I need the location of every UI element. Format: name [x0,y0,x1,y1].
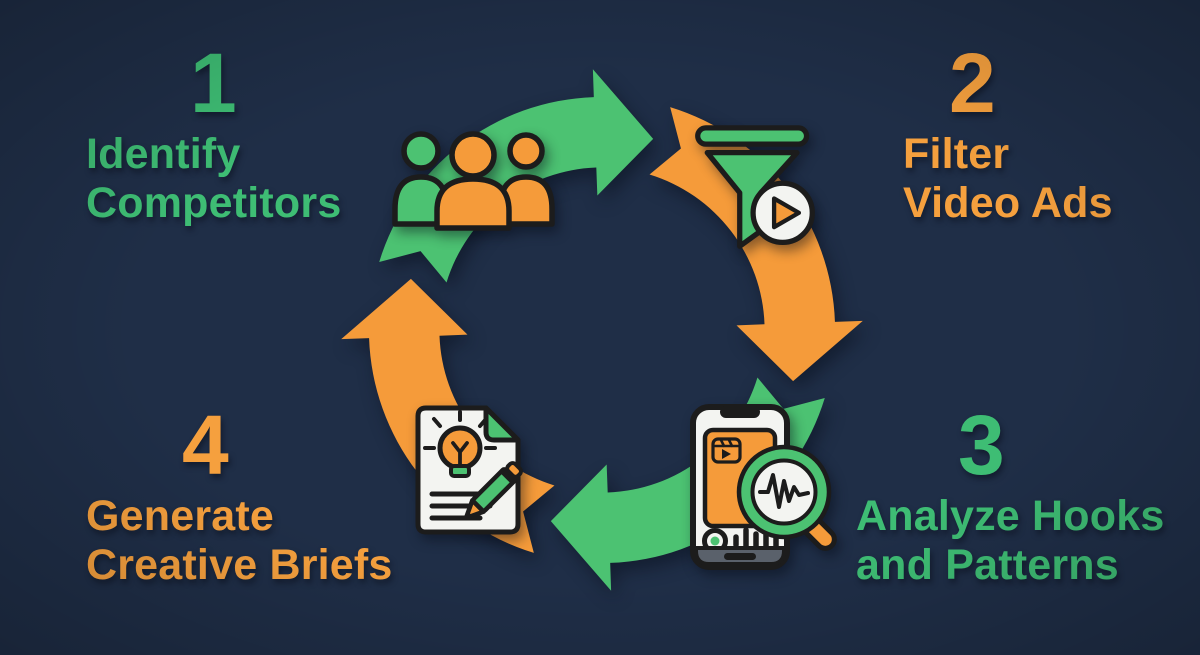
step-1-label-line2: Competitors [86,179,342,227]
document-pen-icon [415,405,523,535]
play-button [750,180,815,246]
step-2-label: Filter Video Ads [903,130,1113,228]
funnel-play-icon [695,125,815,249]
step-1-label-line1: Identify [86,130,241,178]
waveform [758,473,810,509]
step-1-block: 1 Identify Competitors [86,38,341,228]
magnifier [736,444,837,551]
step-4-number: 4 [182,398,229,492]
step-4-label: Generate Creative Briefs [86,492,393,590]
step-1-number: 1 [190,36,237,130]
phone-bottom-bar [694,546,786,566]
paper-fold [483,405,521,443]
step-3-number: 3 [958,398,1005,492]
step-4-label-line2: Creative Briefs [86,541,393,589]
step-3-block: 3 Analyze Hooks and Patterns [856,400,1164,590]
lightbulb-icon [423,410,497,478]
step-2-label-line2: Video Ads [903,179,1113,227]
people-icon [392,131,555,231]
step-2-label-line1: Filter [903,130,1010,178]
phone-magnifier-icon [690,404,837,570]
funnel-rim [695,125,810,147]
person-center-orange [434,131,512,231]
step-2-block: 2 Filter Video Ads [903,38,1113,228]
reels-icon [711,437,742,464]
step-2-number: 2 [949,36,996,130]
step-3-label: Analyze Hooks and Patterns [856,492,1164,590]
cycle-arrow-right-orange [649,107,863,382]
step-1-label: Identify Competitors [86,130,341,228]
step-4-label-line1: Generate [86,492,275,540]
step-4-block: 4 Generate Creative Briefs [86,400,393,590]
step-3-label-line2: and Patterns [856,541,1119,589]
pen [463,461,523,521]
phone-notch [720,406,760,418]
person-right-orange [497,132,555,227]
step-3-label-line1: Analyze Hooks [856,492,1165,540]
person-left-green [392,131,450,227]
